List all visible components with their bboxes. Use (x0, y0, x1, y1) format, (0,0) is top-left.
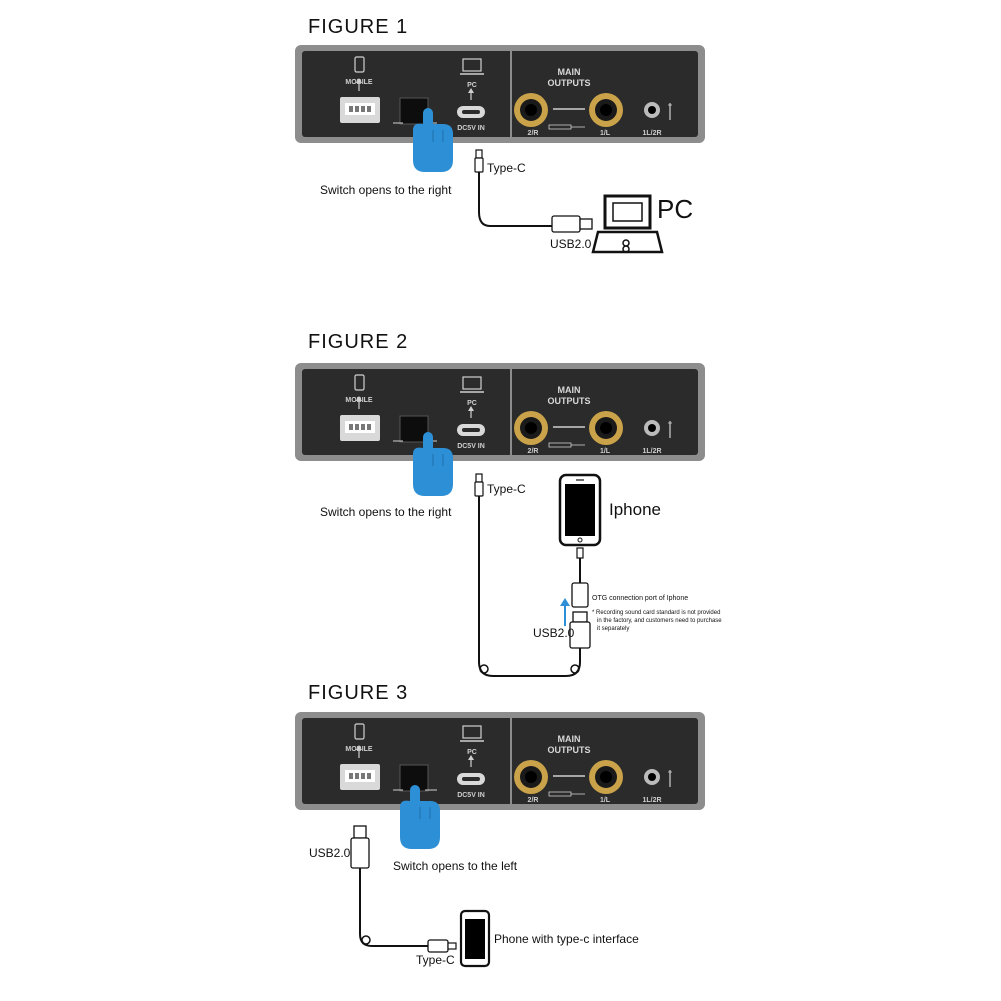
otg-note-1: * Recording sound card standard is not p… (592, 610, 720, 616)
outputs-label-2: OUTPUTS (547, 78, 590, 88)
mobile-label: MOBILE (345, 397, 373, 404)
usb-label-3: USB2.0 (309, 846, 351, 860)
port-2r-label: 2/R (528, 130, 539, 137)
port-1l2r-label: 1L/2R (642, 448, 661, 455)
outputs-label-1: MAIN (558, 67, 581, 77)
port-1l-label: 1/L (600, 448, 611, 455)
port-1l2r-label: 1L/2R (642, 797, 661, 804)
outputs-label-2: OUTPUTS (547, 745, 590, 755)
type-c-cable-1: Type-C USB2.0 (474, 149, 593, 251)
otg-adapter: OTG connection port of Iphone * Recordin… (571, 547, 722, 632)
otg-note-2: in the factory, and customers need to pu… (597, 618, 722, 624)
dc-in-label: DC5V IN (457, 125, 485, 132)
otg-label: OTG connection port of Iphone (592, 595, 688, 602)
outputs-label-2: OUTPUTS (547, 396, 590, 406)
device-panel-2: MOBILE PC DC5V IN MAIN OUTPUTS 2/R 1/L 1… (294, 362, 706, 462)
dc-in-label: DC5V IN (457, 443, 485, 450)
outputs-label-1: MAIN (558, 385, 581, 395)
usb-cable-3: USB2.0 Type-C (309, 825, 457, 967)
port-2r-label: 2/R (528, 797, 539, 804)
iphone-icon (558, 473, 602, 547)
device-panel-3: MOBILE PC DC5V IN MAIN OUTPUTS 2/R 1/L 1… (294, 711, 706, 811)
type-c-label-2: Type-C (487, 482, 526, 496)
phone-icon (459, 909, 491, 968)
switch-note-2: Switch opens to the right (320, 505, 452, 519)
pc-device-label: PC (657, 194, 693, 224)
figure-3: FIGURE 3 MOBILE PC DC5V IN MAIN OUTPUTS … (294, 682, 706, 968)
figure-1: FIGURE 1 MOBILE PC DC5V IN MAIN OUTPUTS … (294, 16, 706, 254)
figure-3-title: FIGURE 3 (308, 682, 408, 704)
type-c-cable-2: Type-C USB2.0 (474, 473, 591, 677)
laptop-icon (591, 194, 664, 254)
arrow-up-icon (560, 598, 570, 626)
iphone-label: Iphone (609, 500, 661, 519)
type-c-label-3: Type-C (416, 953, 455, 967)
pc-port-label: PC (467, 400, 477, 407)
pc-port-label: PC (467, 749, 477, 756)
mobile-label: MOBILE (345, 79, 373, 86)
usb-label-1: USB2.0 (550, 237, 592, 251)
outputs-label-1: MAIN (558, 734, 581, 744)
port-1l-label: 1/L (600, 130, 611, 137)
pc-port-label: PC (467, 82, 477, 89)
mobile-label: MOBILE (345, 746, 373, 753)
figure-2: FIGURE 2 MOBILE PC DC5V IN MAIN OUTPUTS … (294, 331, 722, 677)
port-1l-label: 1/L (600, 797, 611, 804)
dc-in-label: DC5V IN (457, 792, 485, 799)
switch-note-3: Switch opens to the left (393, 859, 518, 873)
port-2r-label: 2/R (528, 448, 539, 455)
switch-note-1: Switch opens to the right (320, 183, 452, 197)
figure-2-title: FIGURE 2 (308, 331, 408, 353)
figure-1-title: FIGURE 1 (308, 16, 408, 38)
usb-label-2: USB2.0 (533, 626, 575, 640)
device-panel-1: MOBILE PC DC5V IN MAIN OUTPUTS 2/R 1/L 1… (294, 44, 706, 144)
otg-note-3: it separately (597, 626, 629, 632)
phone-type-c-label: Phone with type-c interface (494, 932, 639, 946)
type-c-label-1: Type-C (487, 161, 526, 175)
port-1l2r-label: 1L/2R (642, 130, 661, 137)
